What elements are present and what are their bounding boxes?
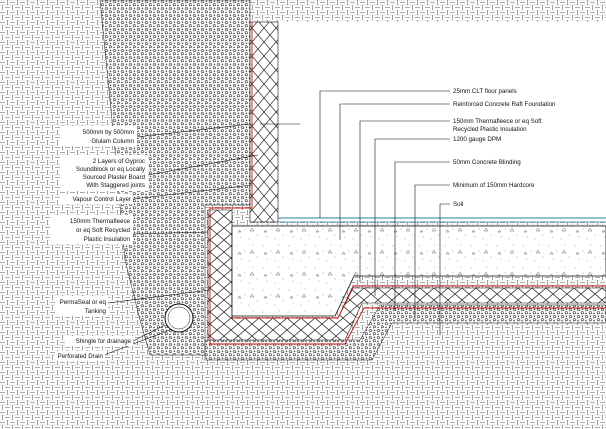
concrete-raft — [231, 225, 606, 317]
label-gyproc-1: 2 Layers of Gyproc — [93, 158, 145, 165]
annotations-left: 500mm by 500mm Glulam Column 2 Layers of… — [50, 126, 148, 361]
label-soil: Soil — [453, 201, 463, 208]
label-glulam-1: 500mm by 500mm — [83, 129, 134, 136]
perforated-drain — [164, 303, 194, 333]
label-therma-3: Plastic Insulation — [84, 236, 131, 243]
label-shingle: Shingle for drainage — [76, 338, 132, 345]
label-thermafleece-1: 150mm Thermafleece or eq Soft — [453, 118, 542, 125]
label-permaseal-1: PermaSeal or eq — [60, 299, 107, 306]
interior-void — [278, 22, 606, 222]
label-blinding: 50mm Concrete Blinding — [453, 159, 521, 166]
label-permaseal-2: Tanking — [85, 308, 107, 315]
label-gyproc-2: Soundblock or eq Locally — [76, 166, 146, 173]
annotations-right: 25mm CLT floor panels Reinforced Concret… — [453, 88, 556, 208]
label-clt-floor: 25mm CLT floor panels — [453, 88, 517, 95]
wall-insulation — [249, 21, 279, 223]
label-therma-1: 150mm Thermafleece — [70, 218, 131, 225]
dpm-membrane-upper — [209, 22, 606, 345]
perforated-drain-inner — [167, 306, 191, 330]
label-thermafleece-2: Recycled Plastic Insulation — [453, 126, 527, 133]
label-drain: Perforated Drain — [58, 353, 104, 360]
label-therma-2: or eq Soft Recycled — [76, 227, 131, 234]
label-hardcore: Minimum of 150mm Hardcore — [453, 182, 535, 189]
dpm-membrane-lower — [232, 285, 606, 319]
label-vapour: Vapour Control Layer — [73, 196, 131, 203]
leader-lines-right — [260, 90, 450, 335]
label-gyproc-3: Sourced Plaster Board — [83, 174, 146, 181]
label-dpm: 1200 gauge DPM — [453, 136, 501, 143]
leader-lines-left — [103, 123, 259, 356]
label-raft: Reinforced Concrete Raft Foundation — [453, 101, 556, 108]
label-glulam-2: Glulam Column — [91, 138, 134, 145]
label-gyproc-4: With Staggered joints — [86, 182, 145, 189]
hardcore-layer-slab — [204, 304, 606, 361]
